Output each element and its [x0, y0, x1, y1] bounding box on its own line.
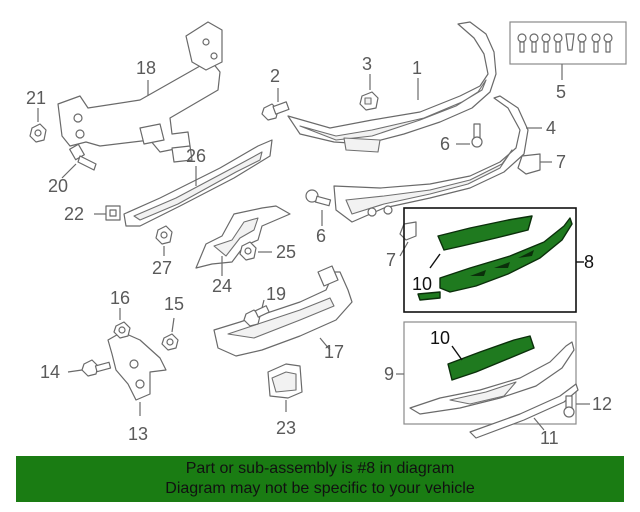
callout-12: 12 — [592, 394, 612, 414]
screw-icon — [563, 395, 575, 418]
bracket-icon — [517, 153, 541, 175]
callout-6b: 6 — [316, 226, 326, 246]
callout-17: 17 — [324, 342, 344, 362]
callout-7a: 7 — [386, 250, 396, 270]
fastener-kit-icon — [517, 33, 613, 53]
trim-strip-part — [469, 383, 579, 439]
lower-cover-part — [333, 95, 529, 223]
leader-11 — [533, 417, 545, 431]
leader-10b — [451, 345, 463, 361]
callout-16: 16 — [110, 288, 130, 308]
lower-skid-plate-part — [409, 341, 575, 415]
bolt-icon — [261, 101, 290, 121]
side-bracket-part — [267, 363, 303, 399]
callout-13: 13 — [128, 424, 148, 444]
tow-hitch-part — [57, 21, 223, 163]
bolt-icon — [81, 359, 112, 377]
callout-24: 24 — [212, 276, 232, 296]
bumper-cover-part — [287, 21, 497, 153]
clip-icon — [399, 221, 417, 241]
clip-icon — [105, 205, 121, 221]
nut-icon — [239, 241, 257, 261]
callout-8: 8 — [584, 252, 594, 272]
nut-icon — [155, 225, 173, 245]
callout-25: 25 — [276, 242, 296, 262]
callout-9: 9 — [384, 364, 394, 384]
nut-icon — [161, 333, 179, 351]
callout-21: 21 — [26, 88, 46, 108]
callout-22: 22 — [64, 204, 84, 224]
assembly-8-box — [403, 207, 577, 313]
callout-10a: 10 — [412, 274, 432, 294]
screw-icon — [471, 123, 483, 148]
skid-plate-assembly-highlight — [417, 215, 573, 301]
callout-20: 20 — [48, 176, 68, 196]
callout-6a: 6 — [440, 134, 450, 154]
leader-14 — [67, 369, 83, 373]
bracket-part — [195, 205, 291, 269]
leader-10a — [429, 253, 441, 269]
mount-bracket-part — [107, 331, 167, 401]
nut-icon — [29, 123, 47, 143]
skid-plate-insert-highlight — [447, 335, 535, 381]
callout-14: 14 — [40, 362, 60, 382]
absorber-part — [123, 139, 273, 227]
screw-icon — [305, 189, 332, 207]
leader-15 — [171, 317, 175, 333]
hardware-kit-box — [509, 21, 627, 65]
assembly-9-box — [403, 321, 577, 425]
reinforcement-bar-part — [213, 265, 353, 357]
callout-2: 2 — [270, 66, 280, 86]
banner-line-assembly: Part or sub-assembly is #8 in diagram — [185, 460, 455, 477]
callout-3: 3 — [362, 54, 372, 74]
callout-15: 15 — [164, 294, 184, 314]
callout-4: 4 — [546, 118, 556, 138]
leader-20 — [61, 163, 77, 179]
callout-1: 1 — [412, 58, 422, 78]
bolt-icon — [69, 143, 97, 171]
bolt-icon — [243, 305, 270, 327]
callout-26: 26 — [186, 146, 206, 166]
callout-11: 11 — [540, 428, 559, 448]
callout-18: 18 — [136, 58, 156, 78]
callout-10b: 10 — [430, 328, 450, 348]
callout-19: 19 — [266, 284, 286, 304]
banner-line-disclaimer: Diagram may not be specific to your vehi… — [165, 480, 475, 497]
leader-19 — [261, 299, 265, 309]
callout-23: 23 — [276, 418, 296, 438]
nut-icon — [113, 321, 131, 339]
leader-17 — [319, 337, 331, 351]
callout-5: 5 — [556, 82, 566, 102]
callout-27: 27 — [152, 258, 172, 278]
clip-icon — [359, 91, 379, 111]
callout-7b: 7 — [556, 152, 566, 172]
fitment-notice-banner: Part or sub-assembly is #8 in diagram Di… — [16, 456, 624, 502]
